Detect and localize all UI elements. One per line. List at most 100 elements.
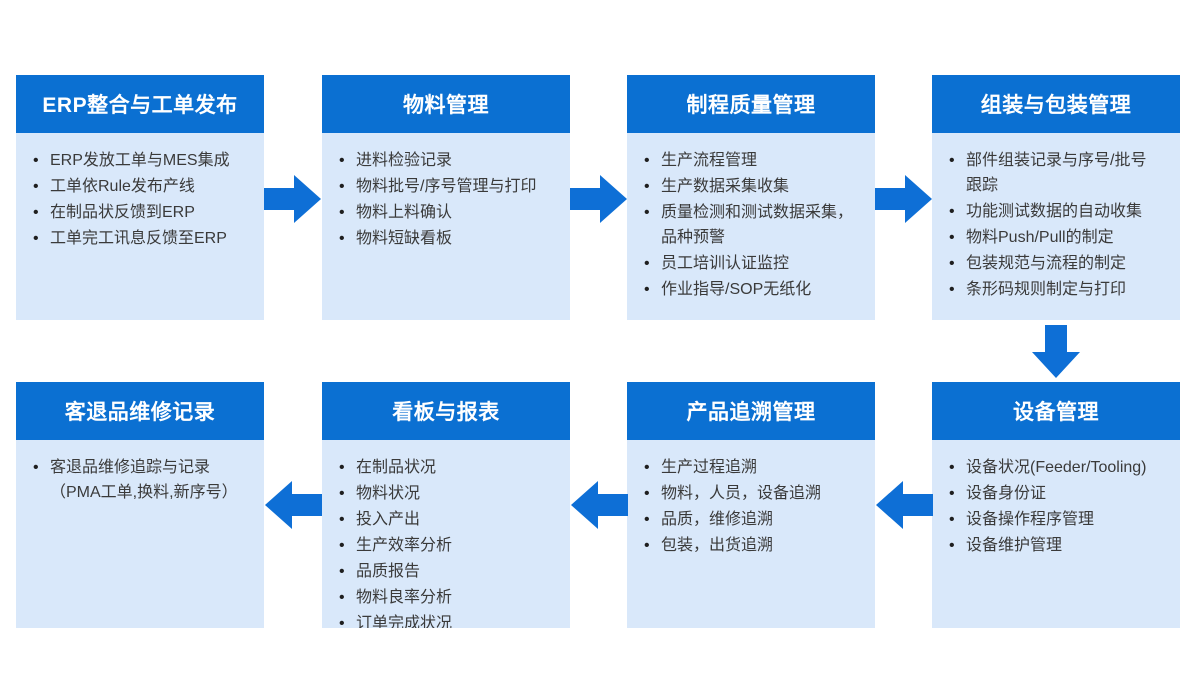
list-item: •生产过程追溯 (641, 455, 869, 480)
arrow-left-icon (875, 479, 933, 531)
bullet-list: •ERP发放工单与MES集成 • 工单依Rule发布产线 • 在制品状反馈到ERP •工单… (30, 148, 258, 251)
list-item: • 物料状况 (336, 481, 564, 506)
list-item-text: 生产数据采集收集 (661, 178, 790, 195)
box-body: • 设备状况(Feeder/Tooling) • 设备身份证 •设备操作程序管理 • 设备维… (932, 440, 1180, 628)
list-item: • 在制品状反馈到ERP (30, 200, 258, 225)
bullet-icon: • (949, 537, 955, 554)
list-item: •客退品维修追踪与记录 （PMA工单,换料,新序号） (30, 455, 258, 505)
list-item: •物料良率分析 (336, 585, 564, 610)
list-item: •功能测试数据的自动收集 (946, 199, 1174, 224)
list-item: • 投入产出 (336, 507, 564, 532)
bullet-icon: • (949, 459, 955, 476)
bullet-list: •生产流程管理•生产数据采集收集•质量检测和测试数据采集， 品种预警•员工培训认… (641, 148, 869, 302)
list-item: • 工单依Rule发布产线 (30, 174, 258, 199)
list-item-text: 投入产出 (356, 511, 421, 528)
list-item-text: 生产效率分析 (356, 537, 453, 554)
list-item: •工单完工讯息反馈至ERP (30, 226, 258, 251)
list-item-text: 在制品状反馈到ERP (50, 204, 195, 221)
bullet-icon: • (644, 204, 650, 221)
list-item-text: 设备维护管理 (966, 537, 1063, 554)
box-product-traceability: 产品追溯管理 •生产过程追溯•物料，人员，设备追溯•品质，维修追溯•包装，出货追… (627, 382, 875, 628)
box-assembly-packaging: 组装与包装管理 •部件组装记录与序号/批号 跟踪•功能测试数据的自动收集•物料P… (932, 75, 1180, 320)
box-title: 产品追溯管理 (627, 382, 875, 440)
arrow-right-icon (264, 173, 322, 225)
bullet-icon: • (33, 204, 39, 221)
bullet-icon: • (949, 485, 955, 502)
list-item: • 部件组装记录与序号/批号 跟踪 (946, 148, 1174, 198)
box-dashboard-reports: 看板与报表 • 在制品状况 • 物料状况 • 投入产出 • 生产效率分析 •品质报告•物料良率分… (322, 382, 570, 628)
bullet-icon: • (339, 511, 345, 528)
bullet-icon: • (33, 178, 39, 195)
box-body: •部件组装记录与序号/批号 跟踪•功能测试数据的自动收集•物料Push/Pull… (932, 133, 1180, 320)
list-item: •物料批号/序号管理与打印 (336, 174, 564, 199)
list-item-text: 物料，人员，设备追溯 (661, 485, 822, 502)
list-item-text: 设备状况(Feeder/Tooling) (966, 459, 1147, 476)
list-item: • 设备身份证 (946, 481, 1174, 506)
box-title: 看板与报表 (322, 382, 570, 440)
bullet-list: •部件组装记录与序号/批号 跟踪•功能测试数据的自动收集•物料Push/Pull… (946, 148, 1174, 302)
arrow-down-icon (1030, 325, 1082, 379)
box-title: 物料管理 (322, 75, 570, 133)
list-item-text: 物料批号/序号管理与打印 (356, 178, 537, 195)
list-item: • 物料Push/Pull的制定 (946, 225, 1174, 250)
list-item: • 生产流程管理 (641, 148, 869, 173)
bullet-icon: • (339, 459, 345, 476)
list-item: •进料检验记录 (336, 148, 564, 173)
list-item-text: 在制品状况 (356, 459, 437, 476)
list-item: •物料，人员，设备追溯 (641, 481, 869, 506)
list-item: •品质报告 (336, 559, 564, 584)
list-item-text: 物料Push/Pull的制定 (966, 229, 1114, 246)
box-body: • 在制品状况 • 物料状况 • 投入产出 • 生产效率分析 •品质报告•物料良率分析•订单完成… (322, 440, 570, 628)
arrow-left-icon (570, 479, 628, 531)
bullet-list: • 在制品状况 • 物料状况 • 投入产出 • 生产效率分析 •品质报告•物料良率分析•订单完成… (336, 455, 564, 628)
list-item-text: 物料状况 (356, 485, 421, 502)
list-item: • 在制品状况 (336, 455, 564, 480)
box-title: 制程质量管理 (627, 75, 875, 133)
list-item-text: 设备身份证 (966, 485, 1047, 502)
list-item-text: 条形码规则制定与打印 (966, 281, 1127, 298)
bullet-icon: • (339, 485, 345, 502)
arrow-right-icon (875, 173, 933, 225)
bullet-icon: • (644, 537, 650, 554)
box-process-quality: 制程质量管理 •生产流程管理•生产数据采集收集•质量检测和测试数据采集， 品种预… (627, 75, 875, 320)
list-item: •生产数据采集收集 (641, 174, 869, 199)
list-item: •物料短缺看板 (336, 226, 564, 251)
box-body: •ERP发放工单与MES集成 • 工单依Rule发布产线 • 在制品状反馈到ERP •工单… (16, 133, 264, 320)
box-title: ERP整合与工单发布 (16, 75, 264, 133)
list-item-text: ERP发放工单与MES集成 (50, 152, 230, 169)
bullet-icon: • (644, 152, 650, 169)
list-item-text: 物料上料确认 (356, 204, 453, 221)
list-item: •质量检测和测试数据采集， 品种预警 (641, 200, 869, 250)
bullet-list: • 设备状况(Feeder/Tooling) • 设备身份证 •设备操作程序管理 • 设备维… (946, 455, 1174, 558)
list-item-text: 生产流程管理 (661, 152, 758, 169)
list-item: •ERP发放工单与MES集成 (30, 148, 258, 173)
box-erp-work-order: ERP整合与工单发布 •ERP发放工单与MES集成 • 工单依Rule发布产线 • 在制… (16, 75, 264, 320)
box-equipment-management: 设备管理 •设备状况(Feeder/Tooling)•设备身份证•设备操作程序管… (932, 382, 1180, 628)
arrow-right-icon (570, 173, 628, 225)
bullet-icon: • (949, 255, 955, 272)
list-item-text: 工单依Rule发布产线 (50, 178, 195, 195)
list-item-text: 部件组装记录与序号/批号 跟踪 (966, 152, 1147, 194)
bullet-icon: • (949, 229, 955, 246)
box-body: •进料检验记录•物料批号/序号管理与打印•物料上料确认•物料短缺看板 (322, 133, 570, 320)
list-item-text: 员工培训认证监控 (661, 255, 790, 272)
bullet-icon: • (949, 203, 955, 220)
list-item: • 设备维护管理 (946, 533, 1174, 558)
list-item: •设备操作程序管理 (946, 507, 1174, 532)
list-item: •条形码规则制定与打印 (946, 277, 1174, 302)
list-item: •物料上料确认 (336, 200, 564, 225)
list-item-text: 设备操作程序管理 (966, 511, 1095, 528)
box-title: 设备管理 (932, 382, 1180, 440)
list-item: •品质，维修追溯 (641, 507, 869, 532)
bullet-icon: • (33, 459, 39, 476)
list-item: •包装，出货追溯 (641, 533, 869, 558)
list-item: •订单完成状况 (336, 611, 564, 628)
bullet-icon: • (949, 152, 955, 169)
list-item-text: 工单完工讯息反馈至ERP (50, 230, 227, 247)
box-customer-return-repair: 客退品维修记录 •客退品维修追踪与记录 （PMA工单,换料,新序号） (16, 382, 264, 628)
bullet-list: •客退品维修追踪与记录 （PMA工单,换料,新序号） (30, 455, 258, 505)
list-item-text: 品质报告 (356, 563, 421, 580)
bullet-icon: • (339, 537, 345, 554)
bullet-icon: • (644, 459, 650, 476)
